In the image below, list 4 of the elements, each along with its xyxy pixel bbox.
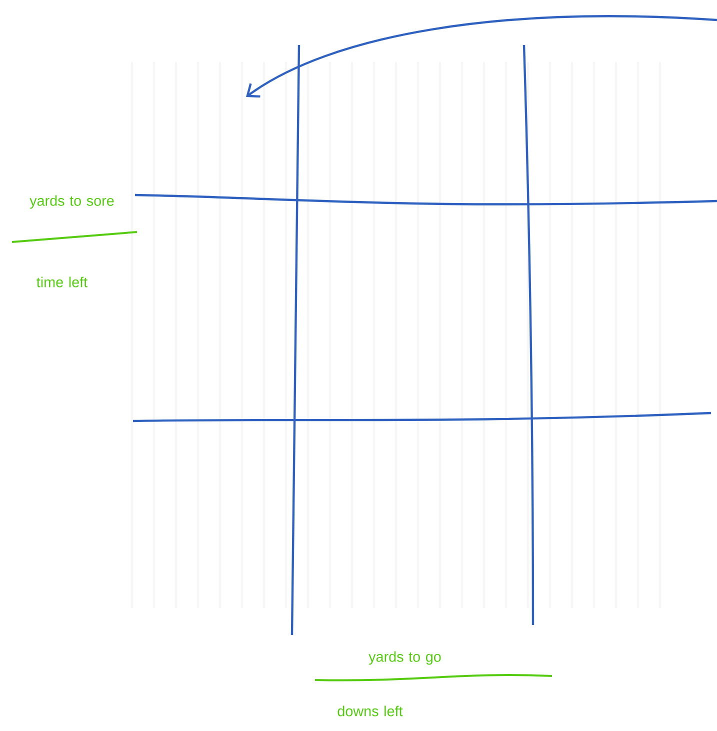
handwritten-label: yards to go: [368, 651, 441, 665]
handwritten-label: downs left: [338, 706, 403, 716]
handwritten-label: yards to sore: [30, 195, 114, 209]
handwritten-label: time left: [36, 276, 88, 288]
